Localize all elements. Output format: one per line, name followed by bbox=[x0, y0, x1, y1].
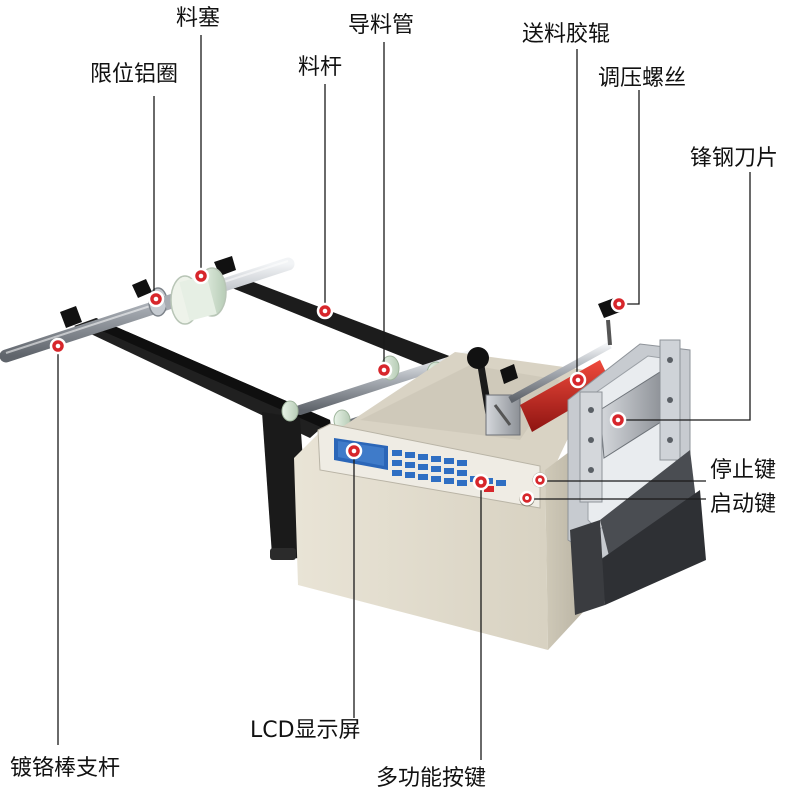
lower-base-dark bbox=[570, 520, 605, 615]
marker-ting-zhi-jian bbox=[532, 472, 548, 488]
label-duo-gong-neng-an-jian: 多功能按键 bbox=[376, 766, 487, 791]
marker-feng-gang-dao-pian bbox=[609, 411, 627, 429]
marker-liao-gan bbox=[316, 302, 334, 320]
marker-dao-liao-guan bbox=[375, 361, 393, 379]
material-stopper bbox=[170, 267, 227, 325]
marker-qi-dong-jian bbox=[519, 490, 535, 506]
label-tiao-ya-luo-si: 调压螺丝 bbox=[598, 66, 687, 91]
guide-roller-3 bbox=[281, 400, 299, 422]
label-song-liao-jiao-gun: 送料胶辊 bbox=[522, 22, 611, 47]
rod-knob-left bbox=[60, 306, 82, 328]
front-feed-arm-shade bbox=[96, 318, 332, 432]
machine-illustration bbox=[0, 256, 706, 650]
label-xian-wei-lv-quan: 限位铝圈 bbox=[90, 62, 179, 87]
marker-lcd bbox=[345, 442, 363, 460]
label-lcd-xian-shi-ping: LCD显示屏 bbox=[250, 718, 361, 743]
limit-ring-knob bbox=[132, 279, 152, 298]
leader-lines bbox=[57, 35, 751, 760]
label-qi-dong-jian: 启动键 bbox=[710, 492, 777, 517]
label-liao-gan: 料杆 bbox=[298, 55, 343, 80]
marker-du-ge-bang bbox=[49, 337, 67, 355]
label-du-ge-bang-zhi-gan: 镀铬棒支杆 bbox=[10, 756, 121, 781]
label-liao-sai: 料塞 bbox=[176, 6, 221, 31]
marker-liao-sai bbox=[192, 267, 210, 285]
front-feed-arm bbox=[74, 318, 330, 438]
callout-markers bbox=[49, 267, 628, 506]
rear-feed-arm bbox=[232, 280, 460, 378]
marker-tiao-ya-luo-si bbox=[610, 295, 628, 313]
marker-song-liao-jiao-gun bbox=[569, 371, 587, 389]
marker-xian-wei-lv-quan bbox=[147, 290, 165, 308]
output-chute bbox=[600, 450, 696, 560]
cutter-side-plate bbox=[579, 391, 603, 503]
feed-rubber-roller bbox=[520, 360, 612, 432]
pressure-lever bbox=[467, 347, 521, 436]
label-feng-gang-dao-pian: 锋钢刀片 bbox=[690, 146, 779, 171]
rear-foot bbox=[270, 548, 296, 560]
label-dao-liao-guan: 导料管 bbox=[348, 13, 415, 38]
marker-duo-gong-neng bbox=[472, 473, 490, 491]
small-knob bbox=[500, 364, 518, 384]
label-ting-zhi-jian: 停止键 bbox=[710, 458, 777, 483]
